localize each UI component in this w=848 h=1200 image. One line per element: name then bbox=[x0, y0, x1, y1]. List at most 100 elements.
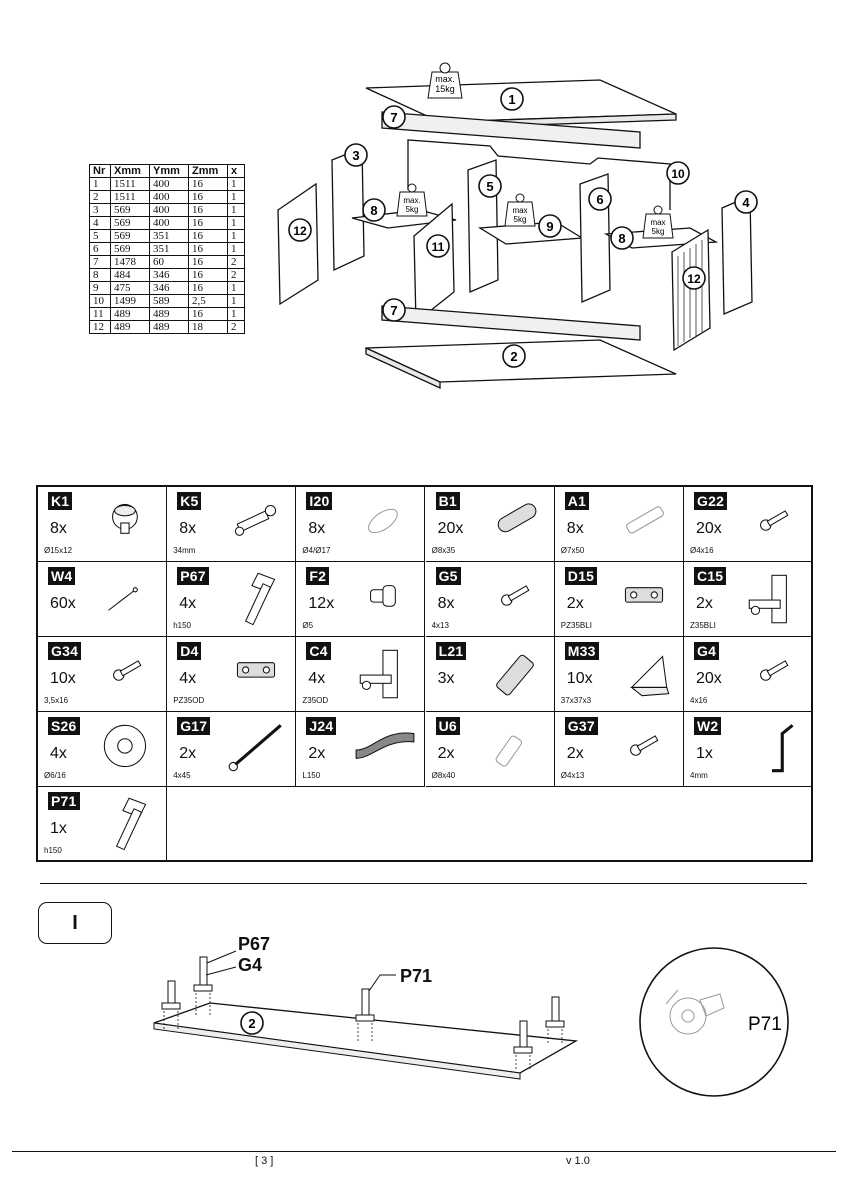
part-code: K1 bbox=[48, 492, 73, 510]
part-spec: Ø4/Ø17 bbox=[302, 546, 331, 555]
table-cell: 1 bbox=[227, 190, 245, 204]
table-cell: 7 bbox=[89, 255, 111, 269]
screw-icon bbox=[760, 660, 789, 681]
part-quantity: 1x bbox=[696, 745, 713, 762]
part-spec: Ø4x13 bbox=[560, 771, 585, 780]
back-panel bbox=[407, 139, 671, 210]
flat-washer-icon bbox=[103, 724, 147, 768]
weight-marker-5kg: max 5kg bbox=[642, 205, 674, 239]
table-cell: 351 bbox=[149, 242, 189, 256]
section-divider bbox=[40, 883, 807, 884]
table-cell: 18 bbox=[188, 320, 228, 334]
allen-key-icon bbox=[771, 724, 794, 773]
part-code: W2 bbox=[694, 717, 722, 735]
part-code: P67 bbox=[177, 567, 209, 585]
part-spec: 4x13 bbox=[431, 621, 449, 630]
corner-bracket-icon bbox=[629, 655, 670, 697]
part-number-badge: 12 bbox=[288, 218, 312, 242]
table-cell: 1 bbox=[227, 242, 245, 256]
callout-p67: P67 bbox=[238, 934, 271, 954]
cam-bolt-icon bbox=[235, 504, 277, 536]
part-quantity: 8x bbox=[179, 520, 197, 537]
column-header: Xmm bbox=[110, 164, 150, 178]
part-number-badge: 3 bbox=[344, 143, 368, 167]
door-left bbox=[277, 182, 319, 306]
part-code: G37 bbox=[564, 717, 598, 735]
table-cell: 1 bbox=[227, 203, 245, 217]
part-number: 11 bbox=[432, 240, 445, 254]
table-cell: 11 bbox=[89, 307, 111, 321]
part-code: M33 bbox=[564, 642, 599, 660]
table-cell: 8 bbox=[89, 268, 111, 282]
part-spec: h150 bbox=[173, 621, 191, 630]
furniture-leg-icon bbox=[115, 797, 147, 851]
part-number-badge: 11 bbox=[426, 234, 450, 258]
part-spec: Z35OD bbox=[302, 696, 329, 705]
table-cell: 9 bbox=[89, 281, 111, 295]
column-header: Nr bbox=[89, 164, 111, 178]
furniture-leg-icon bbox=[245, 572, 276, 626]
part-code: G4 bbox=[694, 642, 720, 660]
part-number: 1 bbox=[508, 92, 515, 107]
part-spec: Ø7x50 bbox=[560, 546, 585, 555]
part-quantity: 20x bbox=[696, 520, 722, 537]
table-header-row: Nr Xmm Ymm Zmm x bbox=[89, 164, 245, 178]
table-cell: 1 bbox=[227, 229, 245, 243]
part-code: L21 bbox=[435, 642, 467, 660]
part-quantity: 2x bbox=[566, 745, 584, 762]
table-cell: 489 bbox=[110, 307, 150, 321]
part-code: C15 bbox=[694, 567, 727, 585]
table-cell: 16 bbox=[188, 268, 228, 282]
table-cell: 569 bbox=[110, 203, 150, 217]
part-quantity: 10x bbox=[50, 670, 76, 687]
table-cell: 16 bbox=[188, 216, 228, 230]
part-code: K5 bbox=[177, 492, 202, 510]
part-quantity: 2x bbox=[308, 745, 326, 762]
table-cell: 1511 bbox=[110, 177, 150, 191]
part-quantity: 1x bbox=[50, 820, 67, 837]
part-spec: Z35BLI bbox=[690, 621, 716, 630]
part-spec: 37x37x3 bbox=[560, 696, 592, 705]
wood-dowel-icon bbox=[497, 503, 537, 533]
part-spec: 4x45 bbox=[173, 771, 191, 780]
part-code: F2 bbox=[306, 567, 330, 585]
anchor-plug-icon bbox=[495, 735, 522, 767]
table-cell: 351 bbox=[149, 229, 189, 243]
rail-bottom bbox=[381, 305, 641, 341]
table-cell: 569 bbox=[110, 229, 150, 243]
hinge-plate-icon bbox=[237, 662, 276, 678]
part-code: G34 bbox=[48, 642, 82, 660]
table-cell: 16 bbox=[188, 255, 228, 269]
part-spec: Ø15x12 bbox=[44, 546, 73, 555]
wall-plug-icon bbox=[625, 506, 664, 534]
part-quantity: 2x bbox=[566, 595, 584, 612]
table-cell: 346 bbox=[149, 268, 189, 282]
part-number-badge: 12 bbox=[682, 266, 706, 290]
strap-icon bbox=[356, 732, 415, 759]
part-number: 2 bbox=[510, 349, 517, 364]
part-spec: L150 bbox=[302, 771, 321, 780]
screw-icon bbox=[113, 660, 142, 681]
part-code: B1 bbox=[435, 492, 460, 510]
rail-top bbox=[381, 111, 641, 149]
